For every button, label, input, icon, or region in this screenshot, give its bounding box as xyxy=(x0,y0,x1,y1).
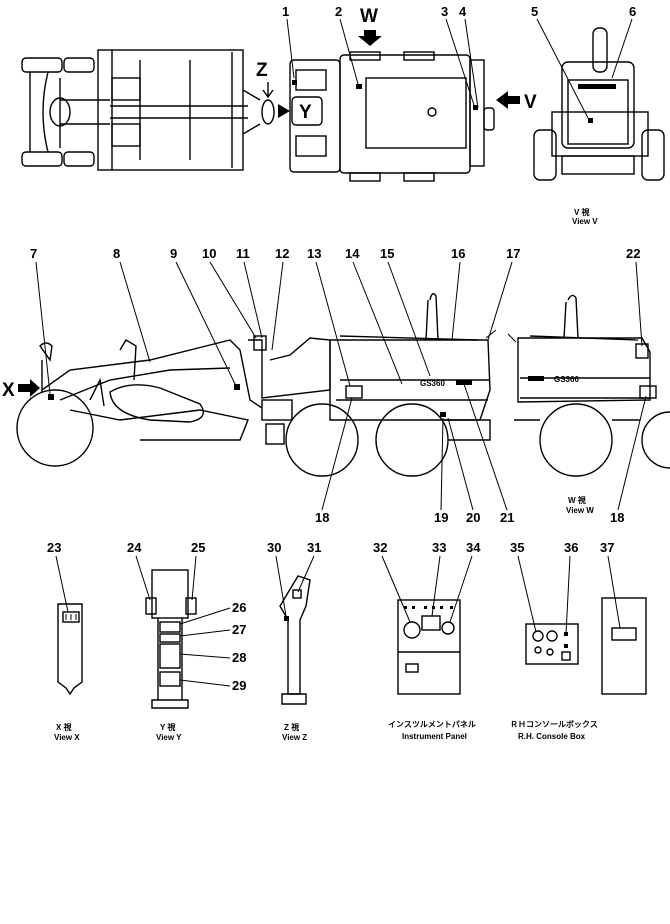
arrow-x-label: X xyxy=(2,380,15,401)
console-box-en: R.H. Console Box xyxy=(518,732,586,741)
instrument-panel-drawing: 32 33 34 インスツルメントパネル Instrument Panel xyxy=(373,540,481,741)
view-v-en: View V xyxy=(572,217,598,226)
callout-37: 37 xyxy=(600,540,614,555)
callout-24: 24 xyxy=(127,540,142,555)
instrument-panel-jp: インスツルメントパネル xyxy=(388,719,476,729)
callout-22: 22 xyxy=(626,246,640,261)
callouts-side: 7 8 9 10 11 12 13 14 15 16 17 22 18 19 2… xyxy=(30,246,647,525)
view-w-jp: W 視 xyxy=(568,495,586,505)
decal-model-left: GS360 xyxy=(420,379,445,388)
arrow-v-label: V xyxy=(524,92,537,113)
view-y-en: View Y xyxy=(156,733,182,742)
callout-25: 25 xyxy=(191,540,205,555)
callout-27: 27 xyxy=(232,622,246,637)
callout-36: 36 xyxy=(564,540,578,555)
side-view: X GS360 GS360 xyxy=(2,293,670,515)
callout-18-right: 18 xyxy=(610,510,624,525)
view-z-en: View Z xyxy=(282,733,307,742)
decal-model-right: GS360 xyxy=(554,375,579,384)
view-z-drawing: 30 31 Z 視 View Z xyxy=(267,540,321,742)
console-box-jp: ＲＨコンソールボックス xyxy=(510,719,598,729)
view-y-drawing: 24 25 26 27 28 29 Y 視 View Y xyxy=(127,540,246,742)
callout-13: 13 xyxy=(307,246,321,261)
callout-10: 10 xyxy=(202,246,216,261)
item-37-drawing: 37 xyxy=(600,540,647,695)
view-z-jp: Z 視 xyxy=(284,722,299,732)
callout-1: 1 xyxy=(282,4,289,19)
view-w-en: View W xyxy=(566,506,594,515)
view-v-jp: V 視 xyxy=(574,207,590,217)
callout-28: 28 xyxy=(232,650,246,665)
callout-8: 8 xyxy=(113,246,120,261)
callout-11: 11 xyxy=(236,246,250,261)
callout-33: 33 xyxy=(432,540,446,555)
callout-17: 17 xyxy=(506,246,520,261)
view-x-jp: X 視 xyxy=(56,722,72,732)
callout-5: 5 xyxy=(531,4,538,19)
callout-29: 29 xyxy=(232,678,246,693)
view-x-drawing: 23 X 視 View X xyxy=(47,540,83,742)
callout-30: 30 xyxy=(267,540,281,555)
callout-4: 4 xyxy=(459,4,467,19)
view-x-en: View X xyxy=(54,733,80,742)
console-box-drawing: 35 36 ＲＨコンソールボックス R.H. Console Box xyxy=(510,540,598,741)
callout-32: 32 xyxy=(373,540,387,555)
callout-7: 7 xyxy=(30,246,37,261)
callout-15: 15 xyxy=(380,246,394,261)
callouts-top: 1 2 3 4 5 6 xyxy=(282,4,636,119)
callout-26: 26 xyxy=(232,600,246,615)
callout-6: 6 xyxy=(629,4,636,19)
callout-21: 21 xyxy=(500,510,514,525)
callout-18: 18 xyxy=(315,510,329,525)
callout-9: 9 xyxy=(170,246,177,261)
callout-31: 31 xyxy=(307,540,321,555)
callout-2: 2 xyxy=(335,4,342,19)
callout-12: 12 xyxy=(275,246,289,261)
callout-20: 20 xyxy=(466,510,480,525)
callout-3: 3 xyxy=(441,4,448,19)
view-v-drawing: V 視 View V xyxy=(533,27,665,226)
arrow-z-label: Z xyxy=(256,60,268,81)
callout-19: 19 xyxy=(434,510,448,525)
arrow-y-label: Y xyxy=(299,102,312,123)
callout-34: 34 xyxy=(466,540,481,555)
callout-14: 14 xyxy=(345,246,360,261)
callout-16: 16 xyxy=(451,246,465,261)
instrument-panel-en: Instrument Panel xyxy=(402,732,467,741)
arrow-w-label: W xyxy=(360,6,378,27)
callout-35: 35 xyxy=(510,540,524,555)
callout-23: 23 xyxy=(47,540,61,555)
view-y-jp: Y 視 xyxy=(160,722,175,732)
top-view: Y Z W V xyxy=(21,6,537,182)
